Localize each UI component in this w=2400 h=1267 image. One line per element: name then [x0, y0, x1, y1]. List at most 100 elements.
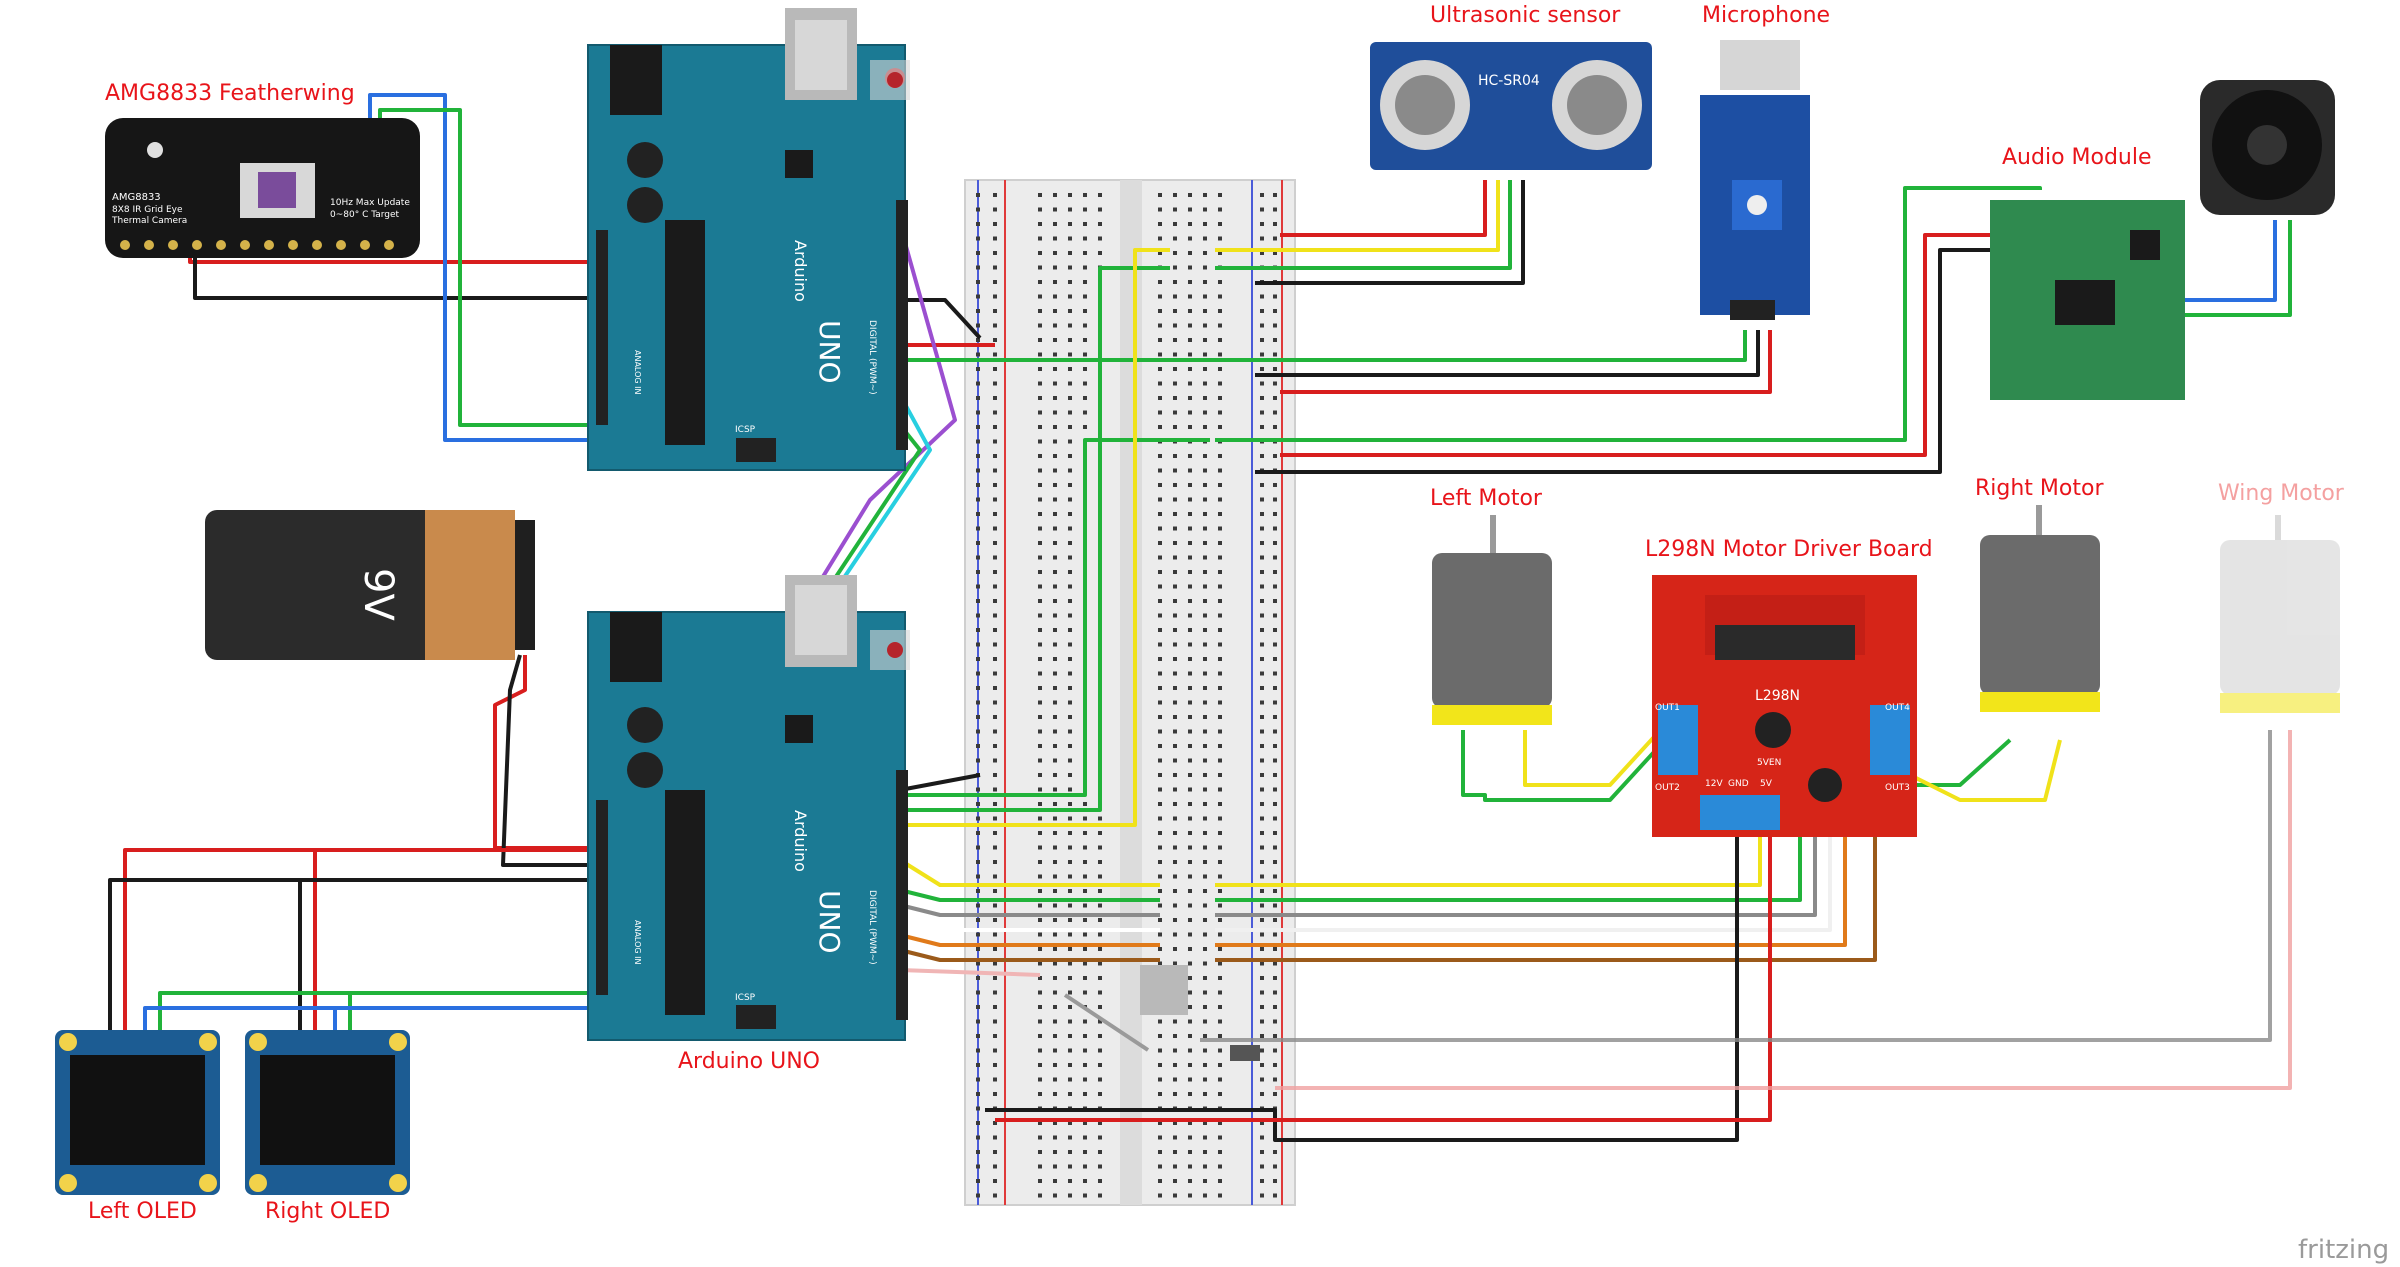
breadboard-hole	[1173, 367, 1177, 371]
breadboard-hole	[1038, 1179, 1042, 1183]
breadboard-hole	[1173, 599, 1177, 603]
breadboard-hole	[1158, 193, 1162, 197]
breadboard-hole	[1068, 497, 1072, 502]
breadboard-hole	[976, 512, 980, 516]
breadboard-hole	[976, 410, 980, 415]
breadboard-hole	[1260, 512, 1264, 516]
breadboard-hole	[1188, 947, 1192, 951]
breadboard-hole	[1218, 889, 1222, 893]
breadboard-hole	[1038, 497, 1042, 502]
breadboard-hole	[1083, 1164, 1087, 1169]
breadboard-hole	[1260, 1048, 1264, 1053]
breadboard-hole	[1173, 787, 1177, 792]
breadboard-hole	[993, 787, 997, 792]
breadboard-hole	[1083, 1077, 1087, 1082]
breadboard-hole	[1083, 425, 1087, 429]
breadboard-hole	[1053, 802, 1057, 806]
breadboard-hole	[1273, 700, 1277, 705]
breadboard-hole	[1038, 1048, 1042, 1053]
breadboard-hole	[1083, 889, 1087, 893]
breadboard-hole	[1068, 1019, 1072, 1024]
breadboard-hole	[1218, 1121, 1222, 1125]
breadboard-hole	[1260, 1179, 1264, 1183]
breadboard-hole	[1273, 932, 1277, 937]
breadboard-hole	[1053, 425, 1057, 429]
breadboard-hole	[1203, 860, 1207, 864]
breadboard-hole	[1158, 338, 1162, 342]
breadboard-hole	[1260, 874, 1264, 879]
l298n-5ven: 5VEN	[1757, 758, 1781, 768]
breadboard-hole	[1053, 570, 1057, 574]
breadboard-hole	[1260, 251, 1264, 255]
breadboard-hole	[1038, 236, 1042, 241]
breadboard-hole	[1273, 744, 1277, 748]
breadboard-hole	[1068, 961, 1072, 966]
arduino-uno-bottom: UNO Arduino DIGITAL (PWM~) ANALOG IN ICS…	[587, 575, 910, 1041]
breadboard-hole	[1188, 468, 1192, 473]
ard1-analog-text: ANALOG IN	[633, 350, 642, 395]
breadboard-hole	[1203, 642, 1207, 647]
breadboard-hole	[1203, 744, 1207, 748]
breadboard-hole	[1173, 642, 1177, 647]
wire-l298n-in1	[1215, 815, 1802, 902]
breadboard-hole	[1158, 918, 1162, 922]
breadboard-hole	[1173, 700, 1177, 705]
breadboard-hole	[1173, 947, 1177, 951]
amg-range: 0~80° C Target	[330, 210, 400, 220]
breadboard-hole	[1068, 845, 1072, 850]
breadboard-hole	[1203, 512, 1207, 516]
breadboard-hole	[1188, 1121, 1192, 1125]
breadboard-hole	[1218, 1193, 1222, 1198]
breadboard-hole	[1203, 309, 1207, 313]
breadboard-hole	[1158, 555, 1162, 560]
breadboard-hole	[1273, 1092, 1277, 1096]
breadboard-hole	[1188, 294, 1192, 299]
breadboard-hole	[1098, 889, 1102, 893]
label-arduino-uno: Arduino UNO	[678, 1049, 820, 1074]
breadboard-hole	[976, 715, 980, 719]
breadboard-hole	[993, 1048, 997, 1053]
breadboard-hole	[1068, 367, 1072, 371]
breadboard-hole	[1188, 570, 1192, 574]
breadboard-hole	[993, 642, 997, 647]
breadboard-hole	[1053, 1164, 1057, 1169]
breadboard-hole	[1053, 1135, 1057, 1140]
breadboard-hole	[993, 323, 997, 328]
breadboard-hole	[1098, 990, 1102, 995]
breadboard-hole	[976, 744, 980, 748]
breadboard-hole	[993, 700, 997, 705]
breadboard-hole	[1038, 222, 1042, 226]
breadboard-hole	[1260, 990, 1264, 995]
breadboard-hole	[1203, 193, 1207, 197]
breadboard-hole	[1260, 1005, 1264, 1009]
breadboard-hole	[1068, 903, 1072, 908]
breadboard-hole	[1038, 845, 1042, 850]
breadboard-hole	[976, 1135, 980, 1140]
breadboard-hole	[1098, 236, 1102, 241]
breadboard-hole	[1273, 1005, 1277, 1009]
breadboard-hole	[976, 918, 980, 922]
breadboard-hole	[1203, 265, 1207, 270]
breadboard-hole	[1158, 1121, 1162, 1125]
breadboard-hole	[993, 468, 997, 473]
breadboard-hole	[1083, 338, 1087, 342]
breadboard-hole	[1158, 425, 1162, 429]
breadboard-hole	[976, 976, 980, 980]
breadboard-hole	[1173, 280, 1177, 284]
breadboard-hole	[1038, 729, 1042, 734]
breadboard-hole	[1260, 236, 1264, 241]
breadboard-hole	[1218, 207, 1222, 212]
breadboard-hole	[1173, 874, 1177, 879]
breadboard-hole	[1053, 280, 1057, 284]
breadboard-hole	[1260, 193, 1264, 197]
breadboard-hole	[976, 947, 980, 951]
wire-mic-vcc	[1280, 330, 1772, 394]
breadboard-hole	[1158, 1164, 1162, 1169]
breadboard-hole	[1260, 1034, 1264, 1038]
breadboard-hole	[1158, 613, 1162, 618]
breadboard-hole	[1218, 352, 1222, 357]
breadboard-hole	[1038, 454, 1042, 458]
breadboard-hole	[1188, 541, 1192, 545]
breadboard-hole	[1218, 1034, 1222, 1038]
